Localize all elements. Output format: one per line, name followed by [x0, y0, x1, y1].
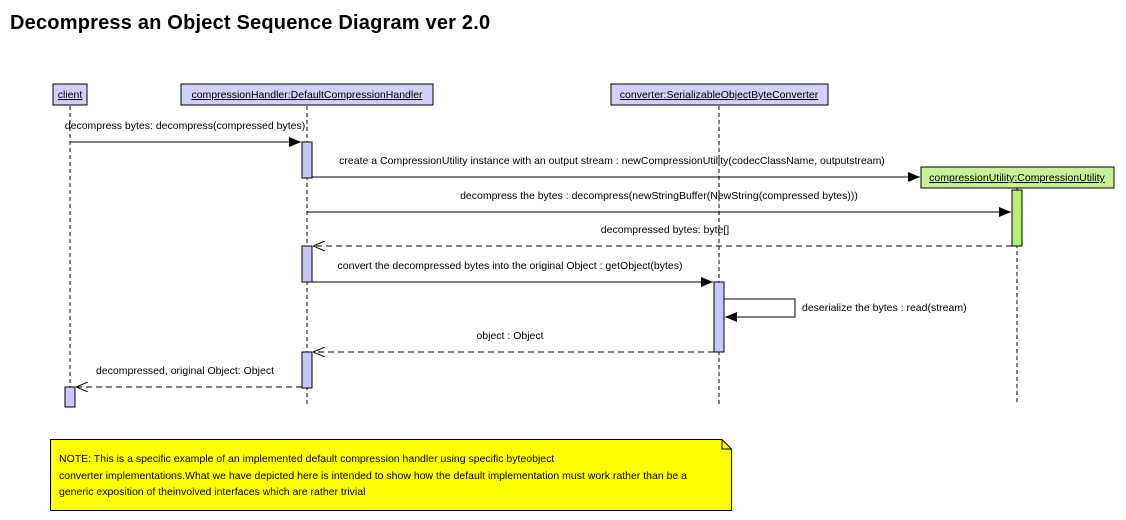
activation-handler-1 — [301, 141, 313, 179]
participant-handler[interactable]: compressionHandler:DefaultCompressionHan… — [180, 83, 434, 106]
message-create-compression-utility[interactable]: create a CompressionUtility instance wit… — [312, 155, 920, 182]
activation-utility — [1011, 189, 1023, 247]
participant-converter[interactable]: converter:SerializableObjectByteConverte… — [610, 83, 829, 106]
participant-client[interactable]: client — [52, 83, 88, 106]
message-decompress-bytes[interactable]: decompress bytes: decompress(compressed … — [65, 120, 305, 147]
message-label: convert the decompressed bytes into the … — [338, 260, 683, 272]
message-return-object[interactable]: object : Object — [313, 330, 714, 352]
participant-utility-label: compressionUtility:CompressionUtility — [929, 172, 1105, 184]
participant-utility[interactable]: compressionUtility:CompressionUtility — [920, 166, 1115, 189]
activation-client — [64, 386, 76, 408]
participant-handler-label: compressionHandler:DefaultCompressionHan… — [191, 89, 423, 101]
message-deserialize-self-call[interactable]: deserialize the bytes : read(stream) — [724, 298, 967, 322]
diagram-note[interactable]: NOTE: This is a specific example of an i… — [50, 439, 732, 511]
message-decompress-the-bytes[interactable]: decompress the bytes : decompress(newStr… — [307, 190, 1011, 217]
message-return-decompressed-bytes[interactable]: decompressed bytes: byte[] — [313, 224, 1012, 246]
activation-converter — [713, 281, 725, 353]
note-text: NOTE: This is a specific example of an i… — [59, 453, 688, 498]
message-label: decompress bytes: decompress(compressed … — [65, 120, 305, 132]
message-label: deserialize the bytes : read(stream) — [802, 302, 967, 314]
message-label: object : Object — [476, 330, 543, 342]
message-label: decompressed, original Object: Object — [96, 365, 274, 377]
message-get-object[interactable]: convert the decompressed bytes into the … — [312, 260, 713, 287]
note-shape — [50, 439, 732, 511]
diagram-title: Decompress an Object Sequence Diagram ve… — [10, 12, 491, 34]
message-return-original-object[interactable]: decompressed, original Object: Object — [76, 365, 302, 387]
participant-client-label: client — [58, 89, 83, 101]
participant-converter-label: converter:SerializableObjectByteConverte… — [620, 89, 819, 101]
activation-handler-3 — [301, 351, 313, 389]
message-label: decompressed bytes: byte[] — [601, 224, 729, 236]
activation-handler-2 — [301, 245, 313, 283]
message-label: decompress the bytes : decompress(newStr… — [460, 190, 858, 202]
message-label: create a CompressionUtility instance wit… — [339, 155, 885, 167]
